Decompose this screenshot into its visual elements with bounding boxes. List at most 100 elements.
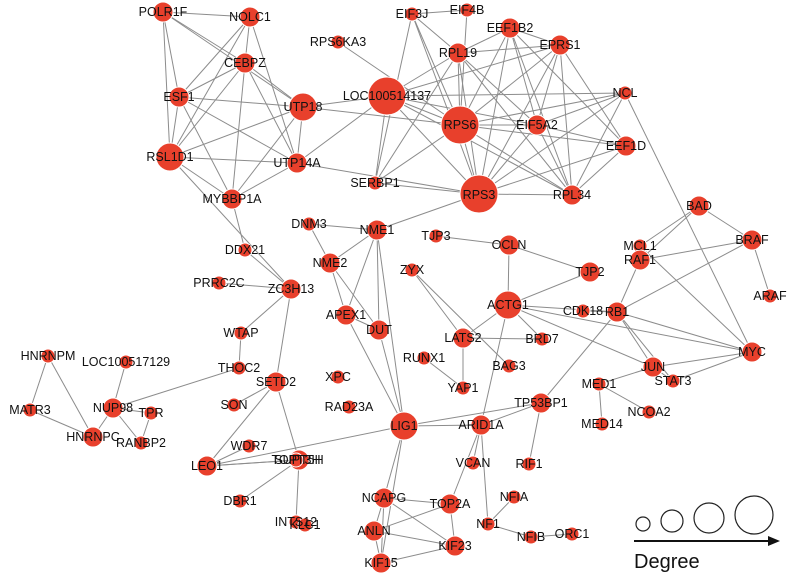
edge-lig1-tp53bp1 — [403, 402, 542, 427]
edge-braf-rb1 — [616, 239, 753, 313]
node-hnrnpm — [40, 348, 56, 364]
label-ncapg: NCAPG — [362, 491, 406, 505]
label-cdk18: CDK18 — [563, 304, 603, 318]
edge-esf1-mybbp1a — [178, 96, 233, 200]
edge-leo1-lig1 — [206, 425, 405, 467]
node-tpr — [143, 405, 159, 421]
edge-loc100514137-rpl34 — [386, 95, 573, 196]
node-nme2 — [319, 252, 341, 274]
node-utp18 — [288, 92, 318, 122]
label-dnm3: DNM3 — [291, 217, 326, 231]
label-anln: ANLN — [357, 524, 390, 538]
node-xpc — [330, 369, 346, 385]
edge-eef1b2-eif5a2 — [509, 27, 538, 126]
label-ints12: INTS12 — [275, 515, 317, 529]
edge-cebpz-utp14a — [244, 62, 298, 164]
label-son: SON — [220, 398, 247, 412]
node-brd7 — [534, 331, 550, 347]
edge-tjp3-ocln — [435, 235, 510, 246]
edge-eprs1-rps3 — [478, 44, 561, 195]
label-mcl1: MCL1 — [623, 239, 656, 253]
legend-arrow-head — [768, 536, 780, 546]
node-med14 — [594, 416, 610, 432]
label-rps3: RPS3 — [463, 188, 496, 202]
label-wtap: WTAP — [223, 326, 258, 340]
label-tjp2: TJP2 — [575, 265, 604, 279]
edge-myc-stat3 — [672, 351, 753, 382]
label-mybbp1a: MYBBP1A — [202, 192, 262, 206]
label-cebpz: CEBPZ — [224, 56, 266, 70]
edge-zc3h13-setd2 — [275, 288, 292, 383]
edge-rps6-rpl34 — [459, 124, 573, 196]
edge-polr1f-nolc1 — [162, 11, 251, 18]
edge-cebpz-esf1 — [178, 62, 246, 98]
node-orc1 — [564, 526, 580, 542]
label-rad23a: RAD23A — [325, 400, 374, 414]
edge-utp18-rsl1d1 — [169, 106, 304, 158]
node-nme1 — [366, 219, 388, 241]
edge-zc3h13-wtap — [240, 288, 292, 334]
edge-polr1f-esf1 — [162, 11, 180, 98]
edge-eif3j-rps3 — [411, 13, 480, 195]
edge-lig1-dut — [378, 329, 405, 427]
label-rsl1d1: RSL1D1 — [146, 150, 193, 164]
node-ncoa2 — [641, 404, 657, 420]
label-dbr1: DBR1 — [223, 494, 256, 508]
edge-eprs1-rpl19 — [457, 44, 561, 54]
label-vcan: VCAN — [456, 456, 491, 470]
node-ddx21 — [237, 242, 253, 258]
node-serbp1 — [367, 175, 383, 191]
node-mybbp1a — [221, 188, 243, 210]
node-ncapg — [373, 487, 395, 509]
edge-loc100514137-eprs1 — [386, 44, 561, 97]
node-tjp2 — [579, 261, 601, 283]
node-bad — [688, 195, 710, 217]
label-rb1: RB1 — [605, 305, 629, 319]
edge-tp53bp1-arid1a — [480, 402, 542, 426]
label-polr1f: POLR1F — [139, 5, 188, 19]
edge-eif5a2-ncl — [536, 92, 626, 126]
label-utp18: UTP18 — [284, 100, 323, 114]
label-arid1a: ARID1A — [458, 418, 504, 432]
edge-nolc1-esf1 — [178, 16, 251, 98]
node-prrc2c — [211, 275, 227, 291]
node-eif5a2 — [526, 114, 548, 136]
node-araf — [762, 288, 778, 304]
edge-nolc1-utp14a — [249, 16, 298, 164]
edge-ncapg-top2a — [383, 497, 451, 505]
node-actg1 — [493, 290, 523, 320]
node-thoc2 — [231, 360, 247, 376]
edge-ncapg-kif23 — [383, 497, 456, 547]
node-top2a — [439, 493, 461, 515]
node-hnrnpc — [82, 426, 104, 448]
edge-actg1-jun — [507, 304, 654, 368]
edge-anln-kif23 — [373, 530, 456, 547]
node-kif23 — [444, 535, 466, 557]
label-orc1: ORC1 — [555, 527, 590, 541]
label-med1: MED1 — [582, 377, 617, 391]
node-wdr7 — [241, 438, 257, 454]
node-apex1 — [335, 304, 357, 326]
edge-eef1d-rps3 — [478, 145, 627, 195]
label-xpc: XPC — [325, 370, 351, 384]
label-top2a: TOP2A — [430, 497, 471, 511]
label-rps6ka3: RPS6KA3 — [310, 35, 366, 49]
node-lig1 — [389, 411, 419, 441]
label-ncl: NCL — [612, 86, 637, 100]
node-tjp3 — [428, 228, 444, 244]
edge-ncl-rps3 — [478, 92, 626, 195]
legend-circle-4 — [734, 495, 774, 535]
node-eif4b — [459, 2, 475, 18]
edge-runx1-yap1 — [423, 357, 464, 389]
edge-actg1-rb1 — [507, 304, 618, 313]
legend-label: Degree — [634, 551, 700, 573]
edge-utp18-rps6 — [302, 106, 461, 126]
edge-polr1f-cebpz — [162, 11, 246, 64]
label-nme2: NME2 — [313, 256, 348, 270]
label-myc: MYC — [738, 345, 766, 359]
label-wdr7: WDR7 — [231, 439, 268, 453]
node-ocln — [498, 234, 520, 256]
edge-mcl1-bad — [639, 205, 700, 247]
